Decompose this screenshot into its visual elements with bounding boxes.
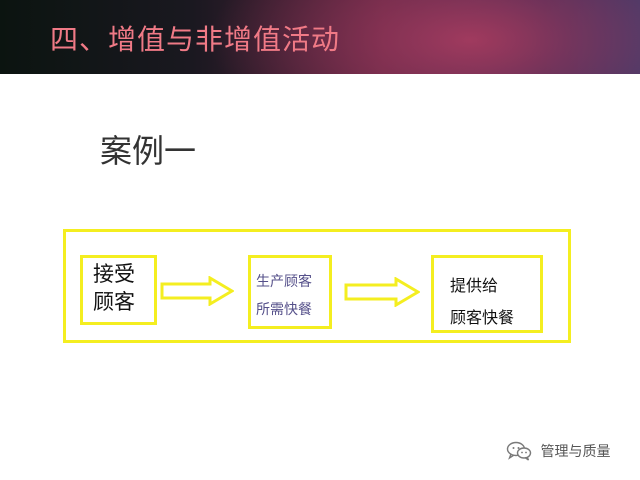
process-frame bbox=[63, 229, 571, 343]
step-label-line: 顾客 bbox=[93, 290, 135, 314]
slide-title: 四、增值与非增值活动 bbox=[50, 23, 341, 56]
arrow-right-icon bbox=[344, 277, 420, 307]
case-title: 案例一 bbox=[100, 132, 197, 170]
footer-label: 管理与质量 bbox=[540, 444, 611, 460]
title-bar: 四、增值与非增值活动 bbox=[0, 0, 640, 74]
step-label-line: 接受 bbox=[93, 262, 135, 286]
step-label-line: 所需快餐 bbox=[256, 302, 312, 318]
footer-watermark: 管理与质量 bbox=[506, 441, 610, 461]
wechat-icon bbox=[506, 441, 532, 461]
step-box-serve-meal bbox=[431, 255, 543, 333]
step-label-line: 生产顾客 bbox=[256, 274, 312, 290]
arrow-right-icon bbox=[160, 276, 234, 306]
step-label-line: 提供给 bbox=[450, 276, 499, 295]
step-box-produce-meal bbox=[248, 255, 332, 329]
step-label-produce-meal: 生产顾客 所需快餐 bbox=[256, 268, 332, 324]
step-label-serve-meal: 提供给 顾客快餐 bbox=[450, 270, 542, 334]
step-label-receive-customer: 接受 顾客 bbox=[93, 260, 148, 316]
step-box-receive-customer bbox=[80, 255, 157, 325]
step-label-line: 顾客快餐 bbox=[450, 308, 515, 327]
